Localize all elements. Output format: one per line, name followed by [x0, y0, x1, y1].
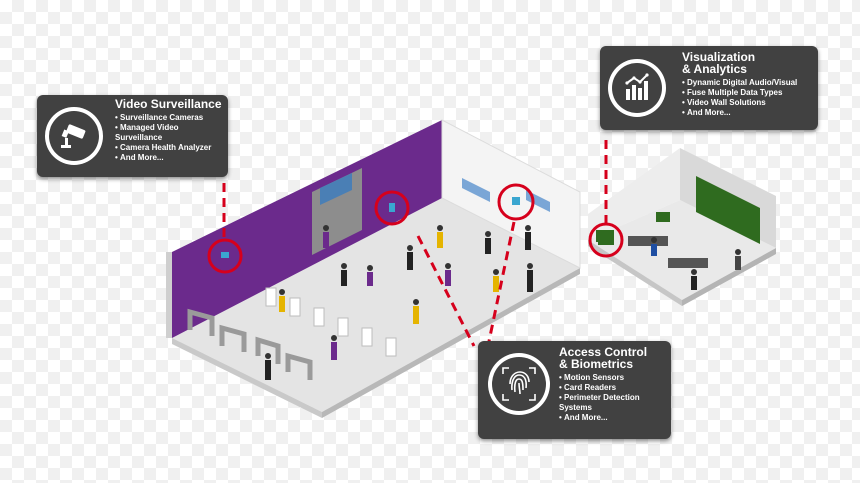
wall-left-edge [166, 252, 172, 338]
video-surveillance-callout: Video Surveillance Surveillance Cameras … [37, 95, 228, 177]
fingerprint-icon [502, 367, 536, 401]
callout-title: Visualization & Analytics [682, 50, 756, 76]
icon-badge [45, 107, 103, 165]
feature-item: And More... [559, 413, 669, 423]
callout-text: Video Surveillance Surveillance Cameras … [115, 98, 227, 163]
callout-title: Video Surveillance [115, 97, 222, 111]
feature-item: And More... [115, 153, 227, 163]
visualization-analytics-callout: Visualization & Analytics Dynamic Digita… [600, 46, 818, 130]
feature-item: Card Readers [559, 383, 669, 393]
console-desk-2 [668, 258, 708, 268]
control-room-left-wall [588, 148, 680, 240]
video-wall [696, 176, 760, 244]
icon-badge [608, 59, 666, 117]
highlight-circles [207, 183, 624, 274]
access-control-biometrics-callout: Access Control & Biometrics Motion Senso… [478, 341, 671, 439]
turnstile-group [265, 287, 397, 357]
feature-item: Surveillance Cameras [115, 113, 227, 123]
display-device [598, 234, 614, 245]
console-desk [628, 236, 668, 246]
callout-text: Visualization & Analytics Dynamic Digita… [682, 51, 816, 118]
control-room-edge-right [682, 248, 776, 306]
floor-edge [172, 338, 322, 418]
feature-item: Video Wall Solutions [682, 98, 816, 108]
feature-item: Perimeter Detection Systems [559, 393, 669, 413]
floor-edge-right [322, 268, 580, 418]
feature-item: Managed Video Surveillance [115, 123, 227, 143]
white-wall [441, 119, 581, 269]
detector-frames [187, 308, 313, 380]
window-panel [462, 178, 490, 202]
card-reader-device [389, 203, 395, 212]
floor [172, 198, 580, 412]
feature-item: Motion Sensors [559, 373, 669, 383]
feature-list: Motion Sensors Card Readers Perimeter De… [559, 373, 669, 423]
people [265, 225, 741, 380]
callout-text: Access Control & Biometrics Motion Senso… [559, 346, 669, 423]
connector-lines [222, 140, 608, 347]
feature-list: Surveillance Cameras Managed Video Surve… [115, 113, 227, 163]
feature-item: Camera Health Analyzer [115, 143, 227, 153]
sensor-device [512, 197, 520, 205]
callout-title: Access Control & Biometrics [559, 345, 648, 371]
purple-wall [172, 120, 442, 338]
icon-badge-inner [49, 111, 99, 161]
screen-panel [320, 173, 352, 205]
camera-device [221, 252, 229, 258]
bar-chart-icon [625, 73, 649, 100]
icon-badge-inner [612, 63, 662, 113]
feature-item: Fuse Multiple Data Types [682, 88, 816, 98]
cctv-camera-icon [61, 124, 86, 148]
feature-item: Dynamic Digital Audio/Visual [682, 78, 816, 88]
feature-item: And More... [682, 108, 816, 118]
icon-badge-inner [492, 357, 546, 411]
icon-badge [488, 353, 550, 415]
monitor [656, 212, 670, 222]
feature-list: Dynamic Digital Audio/Visual Fuse Multip… [682, 78, 816, 118]
